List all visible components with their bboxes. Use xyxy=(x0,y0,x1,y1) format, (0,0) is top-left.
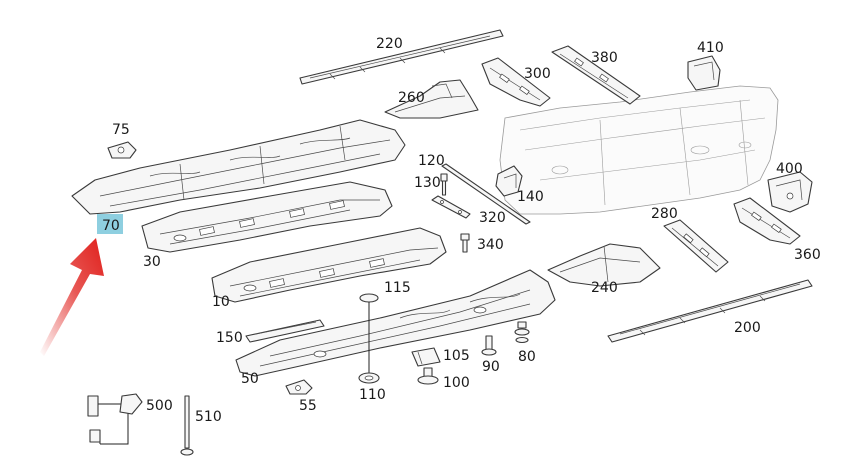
part-140-bracket xyxy=(495,165,523,197)
callout-200: 200 xyxy=(734,320,761,336)
callout-380: 380 xyxy=(591,50,618,66)
callout-115: 115 xyxy=(384,280,411,296)
callout-105: 105 xyxy=(443,348,470,364)
part-55-clip xyxy=(285,379,313,395)
part-380-member xyxy=(551,45,641,105)
part-260-bracket xyxy=(384,79,479,119)
part-360-member xyxy=(733,197,801,245)
part-200-sill-rail xyxy=(607,279,813,343)
callout-220: 220 xyxy=(376,36,403,52)
callout-360: 360 xyxy=(794,247,821,263)
part-30-floor-panel xyxy=(141,181,393,253)
part-340-bolt xyxy=(460,233,470,253)
part-10-floor-panel xyxy=(211,227,447,303)
part-150-strip xyxy=(245,319,325,343)
callout-120: 120 xyxy=(418,153,445,169)
callout-150: 150 xyxy=(216,330,243,346)
callout-90: 90 xyxy=(482,359,500,375)
part-100-stud xyxy=(417,367,439,385)
callout-10: 10 xyxy=(212,294,230,310)
part-80-nut xyxy=(514,321,530,344)
callout-510: 510 xyxy=(195,409,222,425)
part-115-plug xyxy=(359,293,379,374)
part-300-member xyxy=(481,57,551,107)
part-400-bracket xyxy=(767,171,813,213)
part-130-bolt xyxy=(440,173,448,196)
part-90-bolt xyxy=(481,335,497,356)
callout-300: 300 xyxy=(524,66,551,82)
callout-400: 400 xyxy=(776,161,803,177)
part-50-floor-panel xyxy=(235,269,556,377)
part-70-floor-panel xyxy=(71,119,406,215)
callout-140: 140 xyxy=(517,189,544,205)
callout-55: 55 xyxy=(299,398,317,414)
callout-70: 70 xyxy=(102,218,120,234)
part-110-grommet xyxy=(358,372,380,384)
part-510-rivet xyxy=(180,395,194,456)
callout-340: 340 xyxy=(477,237,504,253)
callout-130: 130 xyxy=(414,175,441,191)
part-220-sill-rail xyxy=(299,29,504,85)
callout-100: 100 xyxy=(443,375,470,391)
callout-260: 260 xyxy=(398,90,425,106)
part-75-clip xyxy=(107,141,137,159)
callout-70-highlight xyxy=(97,214,123,234)
highlight-arrow xyxy=(40,238,104,356)
part-240-bracket xyxy=(547,243,661,287)
callout-410: 410 xyxy=(697,40,724,56)
callout-80: 80 xyxy=(518,349,536,365)
part-500-tool xyxy=(87,393,143,445)
body-shell-outline xyxy=(499,85,779,215)
callout-labels: 220 410 380 300 260 75 120 130 140 400 7… xyxy=(102,36,821,425)
callout-280: 280 xyxy=(651,206,678,222)
callout-320: 320 xyxy=(479,210,506,226)
callout-500: 500 xyxy=(146,398,173,414)
part-105-pad xyxy=(411,347,441,367)
callout-30: 30 xyxy=(143,254,161,270)
callout-240: 240 xyxy=(591,280,618,296)
part-280-member xyxy=(663,219,729,273)
part-120-rod xyxy=(441,163,531,225)
callout-50: 50 xyxy=(241,371,259,387)
callout-75: 75 xyxy=(112,122,130,138)
part-320-strap xyxy=(431,195,471,219)
part-410-bracket xyxy=(687,55,721,91)
callout-110: 110 xyxy=(359,387,386,403)
